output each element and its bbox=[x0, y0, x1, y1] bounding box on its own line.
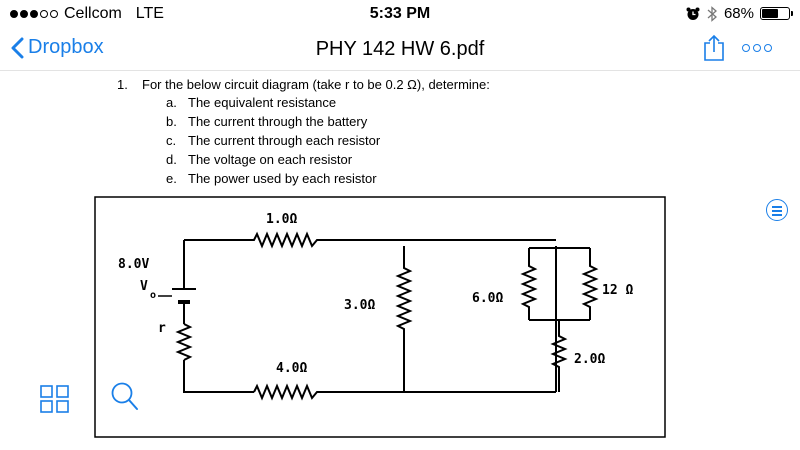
thumbnails-icon[interactable] bbox=[40, 385, 70, 413]
battery-percent: 68% bbox=[723, 5, 754, 22]
label-r-middle: 3.0Ω bbox=[344, 298, 375, 313]
bluetooth-icon bbox=[707, 5, 717, 22]
status-bar: Cellcom LTE 5:33 PM 68% bbox=[0, 0, 800, 30]
label-vo-sub: o bbox=[150, 290, 156, 301]
pdf-page: 1. For the below circuit diagram (take r… bbox=[0, 72, 800, 450]
status-left: Cellcom LTE bbox=[10, 5, 164, 23]
label-r-internal: r bbox=[158, 321, 166, 336]
status-right: 68% bbox=[686, 5, 793, 22]
item-text: The current through the battery bbox=[188, 114, 368, 129]
item-letter: a. bbox=[166, 95, 177, 110]
back-label: Dropbox bbox=[28, 36, 104, 58]
item-text: The voltage on each resistor bbox=[188, 152, 353, 167]
more-icon[interactable] bbox=[742, 44, 772, 52]
label-r-parallel-left: 6.0Ω bbox=[472, 291, 503, 306]
item-letter: c. bbox=[166, 133, 177, 148]
circuit-diagram: 1.0Ω 8.0V V o r 3.0Ω 4.0Ω 6.0Ω 12 Ω 2.0Ω bbox=[94, 196, 666, 438]
label-r-bottom: 4.0Ω bbox=[276, 361, 307, 376]
label-r-parallel-right: 12 Ω bbox=[602, 283, 633, 298]
item-text: The power used by each resistor bbox=[188, 171, 377, 186]
label-r-top: 1.0Ω bbox=[266, 212, 297, 227]
back-button[interactable]: Dropbox bbox=[10, 36, 104, 59]
carrier-name: Cellcom bbox=[64, 5, 122, 22]
battery-level bbox=[762, 9, 778, 18]
search-icon[interactable] bbox=[110, 381, 140, 413]
document-title: PHY 142 HW 6.pdf bbox=[315, 38, 485, 60]
label-emf: 8.0V bbox=[118, 257, 149, 272]
nav-bar: Dropbox PHY 142 HW 6.pdf bbox=[0, 30, 800, 71]
alarm-icon bbox=[686, 7, 700, 20]
question-number: 1. bbox=[117, 77, 128, 92]
question-text: For the below circuit diagram (take r to… bbox=[142, 77, 490, 92]
item-letter: d. bbox=[166, 152, 177, 167]
outline-icon[interactable] bbox=[766, 199, 788, 221]
item-text: The equivalent resistance bbox=[188, 95, 337, 110]
share-icon[interactable] bbox=[703, 34, 725, 62]
status-time: 5:33 PM bbox=[369, 5, 431, 22]
diagram-frame bbox=[94, 196, 666, 438]
item-letter: e. bbox=[166, 171, 177, 186]
chevron-left-icon bbox=[11, 37, 24, 58]
item-text: The current through each resistor bbox=[188, 133, 381, 148]
label-vo: V bbox=[140, 279, 148, 294]
label-r-lower-right: 2.0Ω bbox=[574, 352, 605, 367]
network-type: LTE bbox=[135, 5, 164, 22]
signal-strength-icon bbox=[10, 10, 58, 18]
battery-icon bbox=[760, 7, 793, 20]
item-letter: b. bbox=[166, 114, 177, 129]
